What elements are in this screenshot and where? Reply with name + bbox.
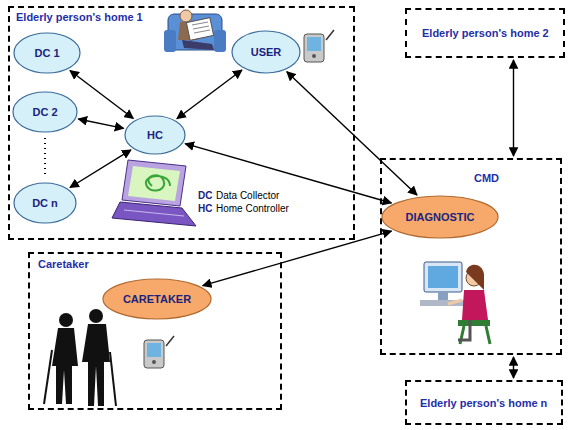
region-title: Elderly person's home n	[420, 397, 547, 409]
ellipse-node: DC n	[13, 182, 77, 224]
node-label: DIAGNOSTIC	[405, 211, 474, 223]
connector-arrow	[78, 119, 123, 128]
node-label: DC 1	[34, 47, 59, 59]
node-label: DC 2	[32, 106, 57, 118]
legend-abbreviation: DC	[198, 190, 212, 201]
operator-icon	[420, 262, 490, 344]
dashed-region: Elderly person's home 2	[405, 8, 565, 58]
connector-arrow	[513, 60, 514, 156]
dashed-region: CaretakerCARETAKER	[28, 252, 282, 410]
legend-abbreviation: HC	[198, 203, 212, 214]
connector-arrow	[70, 150, 131, 188]
connector-arrow	[287, 72, 417, 195]
connector-arrow	[513, 357, 514, 378]
region-title: Caretaker	[38, 258, 89, 270]
region-title: Elderly person's home 1	[16, 11, 143, 23]
dashed-region: CMD DIAGNOSTIC	[380, 158, 562, 355]
node-label: USER	[251, 46, 282, 58]
pda-icon	[144, 336, 174, 368]
reader-icon	[164, 10, 226, 52]
dots	[44, 138, 46, 176]
node-label: CARETAKER	[123, 293, 191, 305]
ellipse-node: CARETAKER	[102, 278, 212, 320]
ellipse-node: HC	[124, 115, 186, 155]
pda-icon	[304, 30, 334, 62]
ellipse-node: DIAGNOSTIC	[381, 195, 499, 239]
node-label: DC n	[32, 197, 58, 209]
laptop-icon	[112, 160, 196, 226]
ellipse-node: DC 1	[13, 32, 81, 74]
dashed-region: Elderly person's home 1 DC 1 USER DC 2 HC DC …	[8, 6, 355, 240]
ellipse-node: USER	[231, 30, 301, 74]
connector-arrow	[177, 70, 242, 119]
dashed-region: Elderly person's home n	[405, 380, 563, 425]
node-label: HC	[147, 129, 163, 141]
ellipse-node: DC 2	[12, 91, 78, 133]
region-title: Elderly person's home 2	[422, 27, 549, 39]
connector-arrow	[185, 144, 391, 203]
legend-description: Home Controller	[216, 203, 289, 214]
region-title: CMD	[474, 172, 499, 184]
connector-arrow	[70, 71, 133, 119]
legend-description: Data Collector	[216, 190, 279, 201]
elderly-couple-icon	[44, 309, 116, 406]
